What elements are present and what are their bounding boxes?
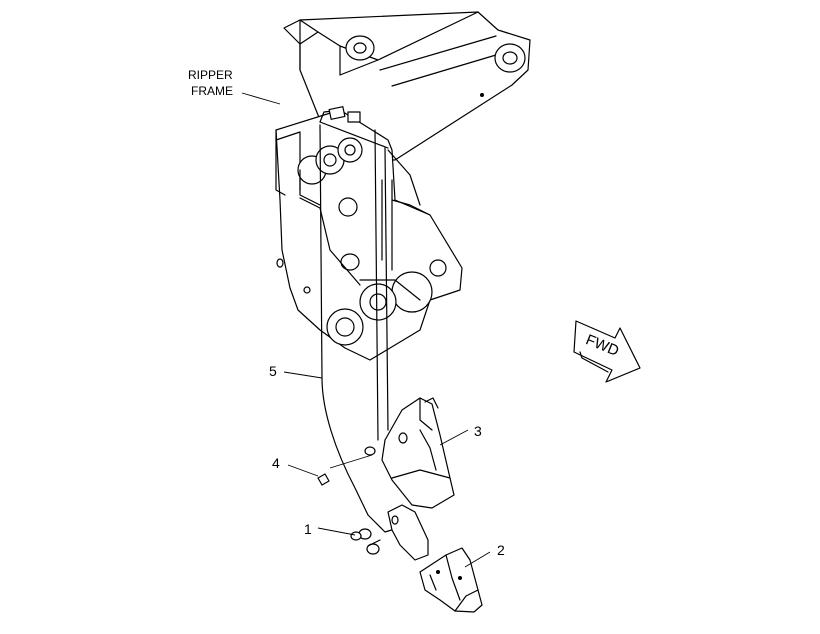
ripper-frame [275, 11, 531, 361]
forward-direction-arrow: FWD [573, 320, 641, 383]
ripper-tip [419, 547, 483, 613]
callout-2: 2 [497, 542, 505, 558]
ripper-shank [319, 124, 399, 533]
callout-1: 1 [304, 521, 312, 537]
shank-protector [381, 397, 455, 509]
callout-3: 3 [474, 423, 482, 439]
callout-5: 5 [269, 363, 277, 379]
callout-4: 4 [272, 455, 280, 471]
tip-adapter [387, 504, 429, 561]
ripper-frame-label-line2: FRAME [191, 84, 233, 98]
leader-lines [241, 92, 491, 568]
ripper-frame-label-line1: RIPPER [188, 68, 233, 82]
bolt-group [317, 446, 381, 555]
